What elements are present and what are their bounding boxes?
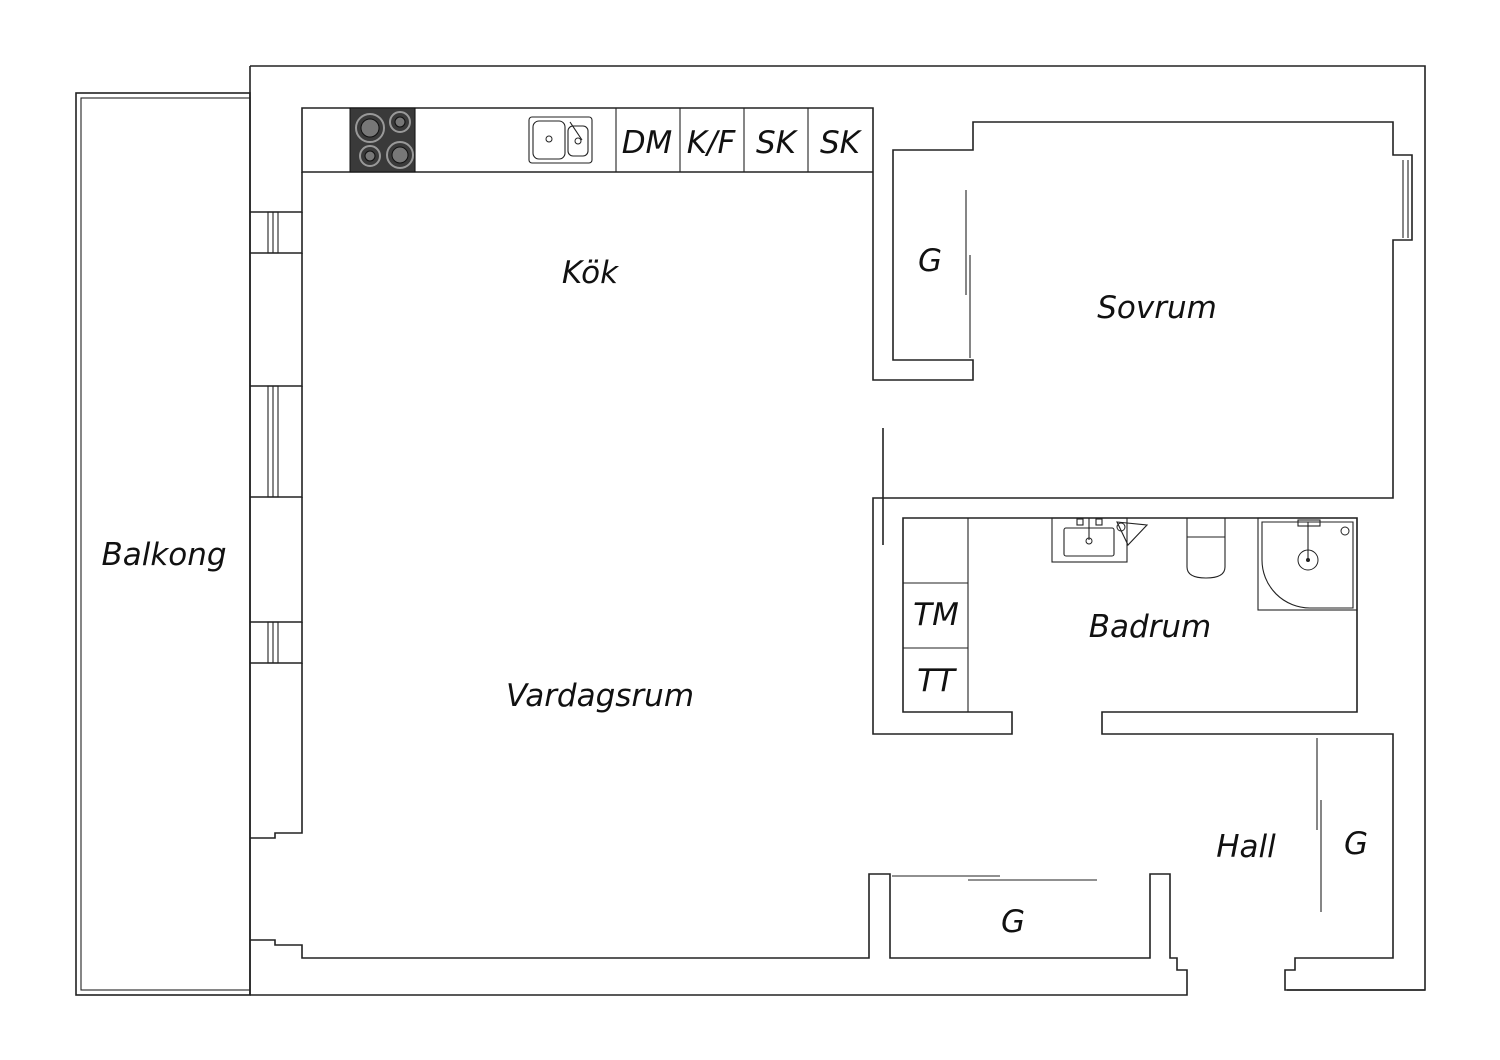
room-label-kok: Kök (562, 255, 619, 291)
room-label-vardagsrum: Vardagsrum (506, 678, 694, 714)
fixture-label-sk1: SK (756, 125, 799, 161)
room-label-badrum: Badrum (1089, 609, 1212, 645)
room-label-sovrum: Sovrum (1097, 290, 1217, 326)
fixture-label-tm: TM (913, 597, 959, 633)
room-label-balkong: Balkong (101, 537, 226, 573)
left-windows (267, 211, 279, 664)
fixture-label-g-hall: G (1344, 826, 1368, 862)
washer-column (903, 518, 969, 712)
fixture-label-sk2: SK (820, 125, 863, 161)
room-labels: Balkong Kök Sovrum Vardagsrum Badrum Hal… (101, 255, 1276, 865)
shower-icon (1257, 517, 1358, 611)
fixture-label-kf: K/F (687, 125, 737, 161)
fixture-labels: DM K/F SK SK TM TT G G G (622, 125, 1368, 940)
toilet-icon (1186, 517, 1226, 579)
fixture-label-dm: DM (622, 125, 673, 161)
bottom-wardrobe-doors (892, 875, 1097, 881)
stove-icon (349, 107, 416, 173)
sovrum-wardrobe-doors (965, 190, 971, 358)
balcony (75, 92, 251, 996)
fixture-label-tt: TT (917, 663, 957, 699)
kitchen-sink-icon (528, 116, 593, 164)
bathroom-sink-icon (1051, 517, 1149, 563)
room-label-hall: Hall (1216, 829, 1276, 865)
fixture-label-g-sovrum: G (918, 243, 942, 279)
kitchen-counter (414, 108, 809, 172)
hall-wardrobe-doors (1316, 738, 1322, 912)
fixture-label-g-bottom: G (1001, 904, 1025, 940)
right-window (1402, 160, 1409, 238)
